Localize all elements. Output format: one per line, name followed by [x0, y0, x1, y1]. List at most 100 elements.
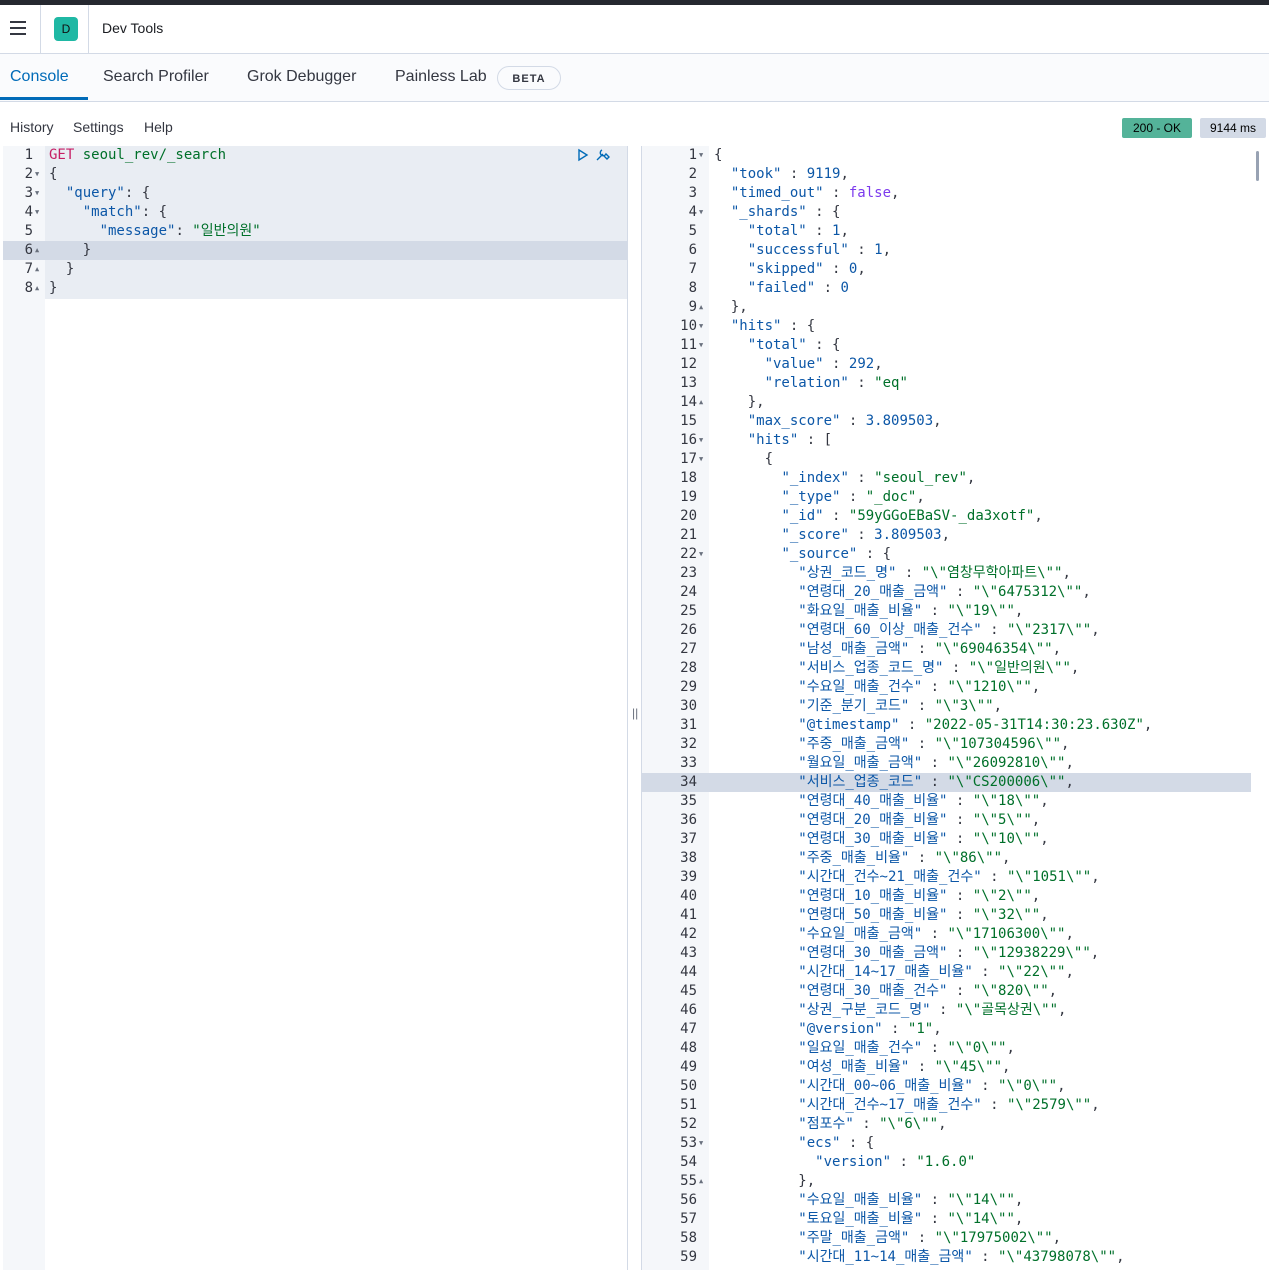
code-token: : { — [840, 1135, 875, 1151]
code-token: "상권_코드_명" — [798, 565, 897, 581]
fold-close-icon[interactable]: ▲ — [699, 1177, 704, 1185]
tab-console[interactable]: Console — [10, 68, 69, 85]
line-number: 21 — [680, 527, 697, 543]
code-line: "수요일_매출_건수" : "\"1210\"", — [714, 678, 1040, 697]
line-number: 48 — [680, 1040, 697, 1056]
fold-open-icon[interactable]: ▼ — [699, 341, 704, 349]
code-token — [714, 679, 798, 695]
code-token: 9119 — [806, 166, 841, 182]
code-token: "2022-05-31T14:30:23.630Z" — [924, 717, 1144, 733]
fold-close-icon[interactable]: ▲ — [699, 303, 704, 311]
line-number: 20 — [680, 508, 697, 524]
code-line: "여성_매출_비율" : "\"45\"", — [714, 1058, 1010, 1077]
line-number: 13 — [680, 375, 697, 391]
history-link[interactable]: History — [10, 119, 54, 135]
code-token: : — [947, 888, 973, 904]
code-token: "\"2\"" — [972, 888, 1032, 904]
code-line: "failed" : 0 — [714, 279, 849, 298]
code-line: "연령대_30_매출_비율" : "\"10\"", — [714, 830, 1049, 849]
settings-link[interactable]: Settings — [73, 119, 124, 135]
code-token: : — [947, 907, 973, 923]
code-token: "_shards" — [730, 204, 807, 220]
line-number: 2 — [688, 166, 697, 182]
help-link[interactable]: Help — [144, 119, 173, 135]
fold-close-icon[interactable]: ▲ — [35, 284, 40, 292]
code-token — [714, 204, 731, 220]
code-token: , — [1031, 888, 1041, 904]
code-token: } — [49, 242, 92, 258]
fold-close-icon[interactable]: ▲ — [35, 265, 40, 273]
line-number: 15 — [680, 413, 697, 429]
response-viewer[interactable]: 1▼{2 "took" : 9119,3 "timed_out" : false… — [642, 146, 1269, 1270]
code-line: "토요일_매출_비율" : "\"14\"", — [714, 1210, 1023, 1229]
code-token: , — [1040, 831, 1049, 847]
fold-open-icon[interactable]: ▼ — [35, 208, 40, 216]
code-token: : — [909, 1230, 935, 1246]
code-token: : — [781, 166, 807, 182]
code-line: { — [714, 450, 773, 469]
play-icon[interactable] — [576, 148, 590, 162]
pane-resizer[interactable]: || — [628, 146, 642, 1270]
fold-open-icon[interactable]: ▼ — [35, 189, 40, 197]
code-line: "점포수" : "\"6\"", — [714, 1115, 946, 1134]
wrench-icon[interactable] — [594, 147, 612, 163]
code-token: 0 — [848, 261, 858, 277]
fold-open-icon[interactable]: ▼ — [699, 151, 704, 159]
code-token — [714, 166, 731, 182]
code-token: "\"2317\"" — [1006, 622, 1092, 638]
code-token: , — [1014, 1192, 1024, 1208]
fold-open-icon[interactable]: ▼ — [35, 170, 40, 178]
tab-search-profiler[interactable]: Search Profiler — [103, 68, 209, 85]
code-token: : — [840, 413, 866, 429]
line-number: 31 — [680, 717, 697, 733]
code-token — [714, 1154, 815, 1170]
fold-open-icon[interactable]: ▼ — [699, 550, 704, 558]
line-number: 4 — [24, 204, 33, 220]
tab-grok-debugger[interactable]: Grok Debugger — [247, 68, 357, 85]
code-token: "주중_매출_금액" — [798, 736, 910, 752]
code-token: "연령대_30_매출_금액" — [798, 945, 948, 961]
fold-close-icon[interactable]: ▲ — [699, 398, 704, 406]
code-line: "skipped" : 0, — [714, 260, 866, 279]
code-token — [714, 1135, 798, 1151]
code-token: "_doc" — [865, 489, 917, 505]
code-token: : — [930, 1002, 956, 1018]
code-token: "서비스_업종_코드" — [798, 774, 923, 790]
line-number: 17 — [680, 451, 697, 467]
scrollbar-thumb[interactable] — [1256, 151, 1259, 181]
code-token: "hits" — [747, 432, 799, 448]
code-token: "skipped" — [747, 261, 824, 277]
line-number: 49 — [680, 1059, 697, 1075]
menu-icon[interactable] — [8, 17, 30, 39]
code-token: , — [1034, 508, 1043, 524]
code-token — [714, 1021, 798, 1037]
code-token: , — [1091, 869, 1100, 885]
fold-close-icon[interactable]: ▲ — [35, 246, 40, 254]
code-token: "\"0\"" — [998, 1078, 1058, 1094]
code-line: "주중_매출_금액" : "\"107304596\"", — [714, 735, 1069, 754]
code-token — [714, 432, 748, 448]
fold-open-icon[interactable]: ▼ — [699, 322, 704, 330]
line-number: 2 — [24, 166, 33, 182]
code-token: GET — [49, 147, 83, 163]
fold-open-icon[interactable]: ▼ — [699, 436, 704, 444]
page-title: Dev Tools — [102, 20, 164, 36]
fold-open-icon[interactable]: ▼ — [699, 1139, 704, 1147]
code-token: , — [993, 698, 1003, 714]
line-number: 42 — [680, 926, 697, 942]
space-avatar[interactable]: D — [54, 17, 78, 41]
line-number: 46 — [680, 1002, 697, 1018]
fold-open-icon[interactable]: ▼ — [699, 455, 704, 463]
tab-painless-lab[interactable]: Painless Lab — [395, 68, 487, 85]
code-token: , — [1091, 622, 1100, 638]
line-number: 9 — [688, 299, 697, 315]
code-token: "시간대_11~14_매출_금액" — [798, 1249, 973, 1265]
code-token: , — [882, 242, 892, 258]
code-token: "연령대_20_매출_비율" — [798, 812, 948, 828]
code-token: "successful" — [747, 242, 849, 258]
code-line: "timed_out" : false, — [714, 184, 900, 203]
fold-open-icon[interactable]: ▼ — [699, 208, 704, 216]
line-number: 10 — [680, 318, 697, 334]
code-token — [49, 223, 100, 239]
